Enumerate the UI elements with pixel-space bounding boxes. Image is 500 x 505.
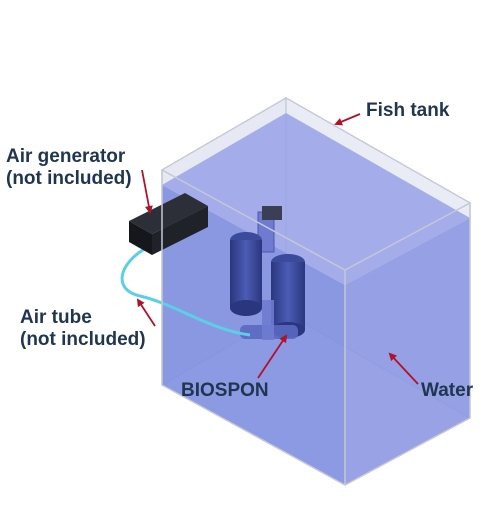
arrow-water [388, 352, 419, 385]
air-tube-label: Air tube (not included) [20, 307, 146, 351]
sponge-left-body [230, 240, 262, 308]
water-side-face [345, 218, 470, 485]
water-volume [162, 113, 470, 485]
sponge-right-body [271, 262, 305, 330]
tank-front-edges [161, 169, 471, 486]
water-label: Water [421, 380, 474, 401]
air-generator-label-line1: Air generator [6, 146, 126, 167]
filter-center-stem [262, 300, 274, 340]
arrow-biospon [257, 334, 288, 379]
air-generator-front [152, 206, 208, 255]
water-surface [162, 113, 470, 285]
air-generator [129, 193, 208, 255]
arrow-air-generator [141, 169, 153, 214]
air-generator-top [129, 193, 208, 234]
biospon-label: BIOSPON [181, 380, 269, 401]
air-tube-label-line2: (not included) [20, 329, 146, 350]
air-tube-label-line1: Air tube [20, 307, 92, 328]
arrow-fish-tank [334, 113, 361, 126]
air-generator-label-line2: (not included) [6, 168, 132, 189]
air-tube [120, 244, 251, 337]
filter-outlet [262, 206, 282, 220]
air-generator-left [129, 221, 152, 255]
sponge-left-bottom [230, 300, 262, 316]
air-generator-label: Air generator (not included) [6, 146, 132, 190]
annotation-arrows [136, 113, 419, 385]
fish-tank-label: Fish tank [366, 100, 450, 121]
arrow-air-tube [136, 298, 156, 327]
